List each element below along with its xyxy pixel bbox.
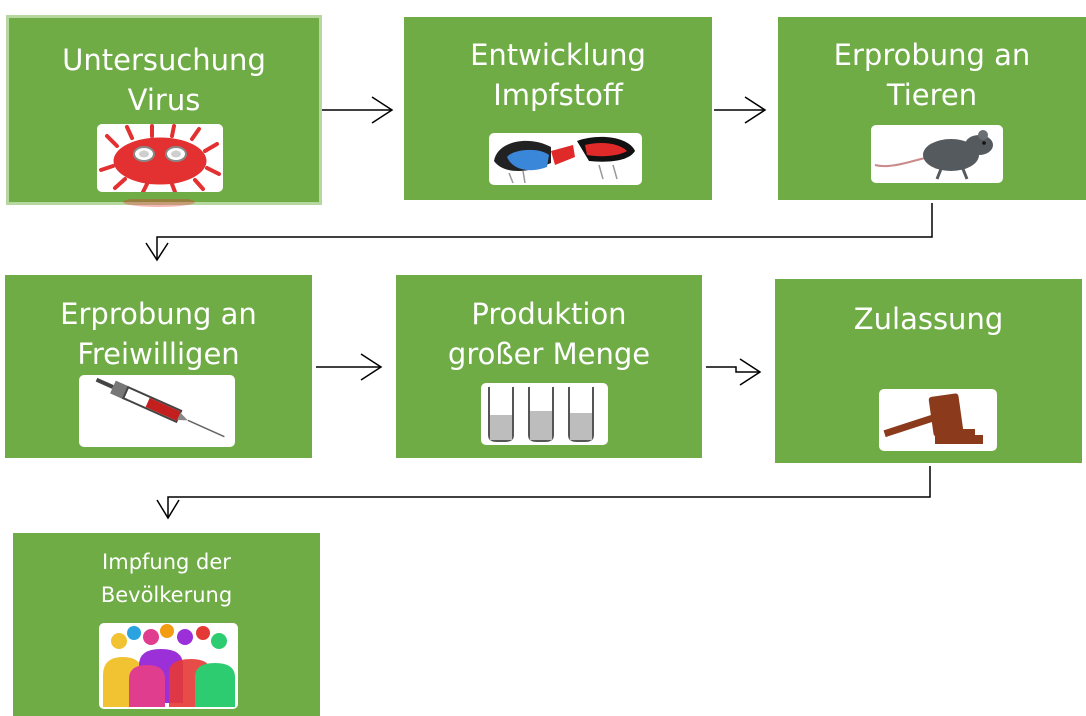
gavel-icon [879,389,997,451]
step-box-zulassung: Zulassung [775,279,1082,463]
step-label: Zulassung [853,302,1004,336]
people-group-icon [99,623,238,709]
step-label: Untersuchung Virus [62,43,266,117]
step-box-untersuchung-virus: Untersuchung Virus [6,15,322,207]
step-label: Produktion großer Menge [447,297,651,371]
step-box-produktion: Produktion großer Menge [396,275,702,458]
arrow-5-6 [706,366,760,373]
lab-mixing-icon [489,133,642,185]
virus-icon [97,124,223,192]
step-label: Erprobung an Tieren [833,38,1031,112]
rat-icon [871,125,1003,183]
step-label: Erprobung an Freiwilligen [60,297,257,371]
test-tubes-icon [481,383,608,445]
step-label: Entwicklung Impfstoff [470,38,646,112]
arrow-3-4 [156,203,933,260]
step-box-entwicklung-impfstoff: Entwicklung Impfstoff [404,17,712,200]
arrow-6-7 [167,466,931,518]
virus-reflection [119,194,199,207]
step-box-impfung: Impfung der Bevölkerung [13,533,320,716]
step-box-erprobung-tieren: Erprobung an Tieren [778,17,1086,200]
step-label: Impfung der Bevölkerung [100,550,233,607]
step-box-erprobung-freiwilligen: Erprobung an Freiwilligen [5,275,312,458]
syringe-icon [79,375,235,447]
